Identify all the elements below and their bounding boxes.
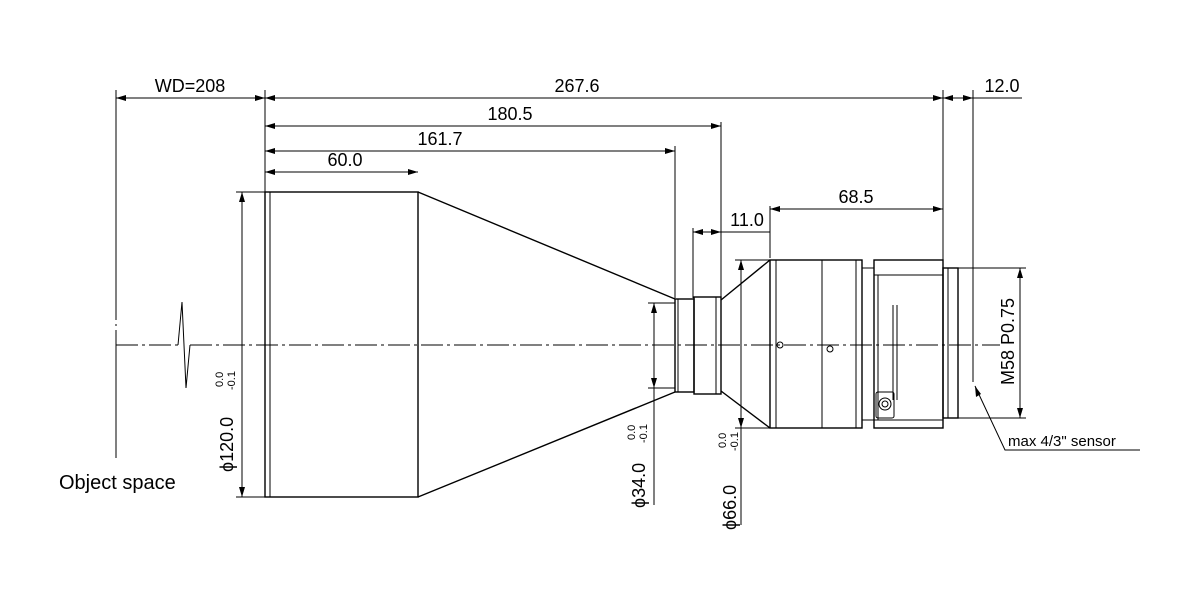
front-tube [264, 191, 419, 498]
cone-top [417, 191, 676, 300]
step-distance-label: 161.7 [417, 129, 462, 149]
flange-distance-label: 180.5 [487, 104, 532, 124]
front-diameter-label: ϕ120.0 [217, 417, 237, 472]
neck-diameter-tol-upper: 0.0 [626, 425, 638, 440]
thread-label: M58 P0.75 [998, 298, 1018, 385]
extension-lines [115, 90, 1026, 498]
cone-bottom [417, 391, 676, 498]
sensor-leader [974, 385, 1140, 451]
front-diameter-tol-upper: 0.0 [214, 372, 226, 387]
front-tube-label: 60.0 [327, 150, 362, 170]
body-diameter-tol-lower: -0.1 [729, 432, 741, 451]
body-diameter-tol-upper: 0.0 [717, 433, 729, 448]
step-label: 11.0 [730, 210, 764, 230]
body-diameter-label: ϕ66.0 [720, 485, 740, 530]
sensor-label: max 4/3" sensor [1008, 433, 1116, 450]
wd-label: WD=208 [155, 76, 226, 96]
screw-hole-2 [826, 345, 834, 353]
step-ring [693, 296, 722, 395]
focus-ring [873, 259, 944, 429]
neck-diameter-label: ϕ34.0 [629, 463, 649, 508]
lock-screw [875, 391, 895, 419]
vertical-dimensions [239, 192, 1023, 525]
main-body [769, 259, 863, 429]
back-focal-label: 12.0 [984, 76, 1019, 96]
screw-hole-1 [776, 341, 784, 349]
rear-body-label: 68.5 [838, 187, 873, 207]
front-diameter-tol-lower: -0.1 [226, 371, 238, 390]
rear-mount [942, 267, 959, 419]
horizontal-dimensions [116, 95, 1022, 235]
total-length-label: 267.6 [554, 76, 599, 96]
lens-body [264, 191, 959, 498]
optical-axis [116, 301, 1000, 389]
object-space-label: Object space [59, 472, 176, 494]
neck-diameter-tol-lower: -0.1 [638, 424, 650, 443]
